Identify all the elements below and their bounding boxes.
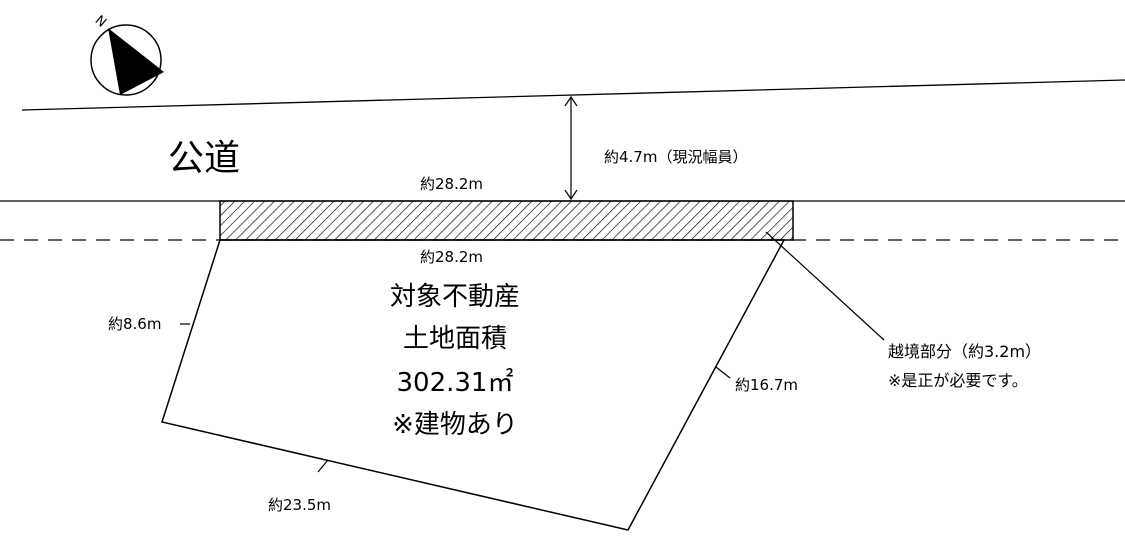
frontage-top-label: 約28.2m <box>420 175 483 193</box>
land-area-heading: 土地面積 <box>403 324 507 354</box>
building-note: ※建物あり <box>392 410 518 440</box>
north-label: N <box>92 13 109 31</box>
road-width-label: 約4.7m（現況幅員） <box>604 148 747 166</box>
road-label: 公道 <box>168 138 240 179</box>
road-far-edge <box>21 79 1125 111</box>
land-area-value: 302.31㎡ <box>397 368 514 398</box>
road-width-dimension <box>564 95 578 201</box>
frontage-bottom-label: 約28.2m <box>420 248 483 266</box>
encroachment-warning: ※是正が必要です。 <box>888 371 1028 390</box>
bottom-side-tick <box>317 459 329 473</box>
encroachment-leader-line <box>765 231 885 341</box>
encroachment-strip <box>219 200 794 241</box>
property-outline <box>161 239 786 531</box>
bottom-side-label: 約23.5m <box>268 496 331 514</box>
right-side-label: 約16.7m <box>735 376 798 394</box>
north-arrow-icon: N <box>90 13 164 96</box>
right-side-tick <box>715 366 731 379</box>
encroachment-label: 越境部分（約3.2m） <box>888 342 1041 361</box>
property-title: 対象不動産 <box>390 282 520 312</box>
left-side-label: 約8.6m <box>108 315 161 333</box>
